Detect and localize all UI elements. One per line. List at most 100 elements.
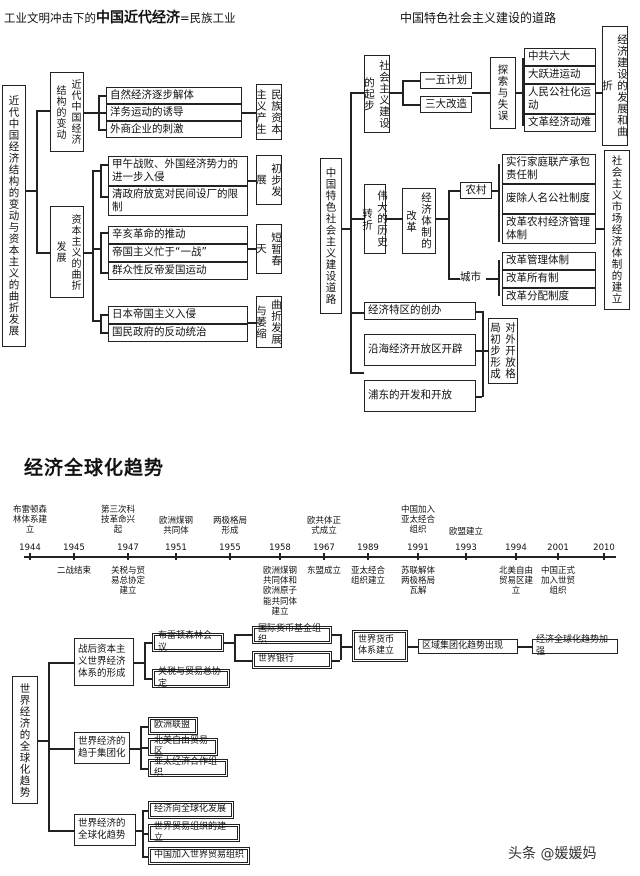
connector [36, 252, 50, 254]
connector [492, 190, 498, 192]
connector [92, 248, 100, 250]
timeline-tick [465, 553, 467, 560]
right-urban-item: 改革分配制度 [502, 288, 596, 306]
connector [242, 112, 256, 114]
left-b2g3-item-label: 日本帝国主义入侵 [112, 308, 196, 321]
connector [596, 228, 604, 230]
connector [84, 252, 92, 254]
connector [596, 92, 602, 94]
left-branch2-box: 资本主义的曲折发展 [50, 206, 84, 298]
right-title: 中国特色社会主义建设的道路 [400, 11, 557, 25]
connector [100, 164, 108, 166]
connector [448, 278, 460, 280]
left-b2g1-item: 清政府放宽对民间设厂的限制 [108, 186, 248, 216]
right-b2-box: 伟大的历史转折 [361, 184, 388, 254]
right-urban-item: 改革所有制 [502, 270, 596, 288]
glob-b2-label: 世界经济的趋于集团化 [78, 736, 126, 759]
connector [448, 190, 460, 192]
timeline-event-top: 中国加入 亚太经合 组织 [400, 505, 435, 536]
glob-b1-item: 关税与贸易总协定 [152, 667, 230, 689]
connector [386, 218, 402, 220]
right-urban-item-label: 改革管理体制 [506, 254, 569, 267]
right-rural-item-label: 废除人名公社制度 [506, 192, 590, 205]
right-root-box: 中国特色社会主义建设道路 [320, 158, 342, 314]
glob-b1-chain-label: 经济全球化趋势加强 [536, 635, 609, 657]
connector [100, 314, 102, 332]
left-branch2-label: 资本主义的曲折发展 [54, 213, 80, 291]
timeline-year: 1967 [313, 543, 335, 553]
glob-b2-box: 世界经济的趋于集团化 [74, 732, 130, 764]
connector [350, 92, 352, 372]
connector [84, 112, 98, 114]
connector [340, 646, 352, 648]
connector [402, 80, 420, 82]
left-title-prefix: 工业文明冲击下的 [4, 11, 96, 25]
connector [482, 311, 484, 397]
left-b2g1-item-label: 清政府放宽对民间设厂的限制 [112, 187, 238, 213]
left-b2g1-item: 甲午战败、外国经济势力的进一步入侵 [108, 156, 248, 186]
left-b2g2-item-label: 群众性反帝爱国运动 [112, 264, 207, 277]
timeline-year: 1993 [455, 543, 477, 553]
timeline-event-top: 欧盟建立 [448, 527, 483, 537]
connector [98, 129, 106, 131]
left-b1-item-label: 外商企业的刺激 [110, 122, 184, 135]
connector [140, 726, 148, 728]
connector [518, 646, 532, 648]
left-b2g3-item: 国民政府的反动统治 [108, 324, 248, 342]
glob-root-box: 世界经济的全球化趋势 [12, 676, 38, 804]
connector [234, 634, 252, 636]
glob-b2-item: 欧洲联盟 [148, 717, 198, 735]
connector [234, 634, 236, 660]
right-b1-item-label: 一五计划 [425, 73, 467, 86]
connector [144, 678, 152, 680]
right-b1-item: 一五计划 [420, 72, 472, 89]
glob-b3-item: 世界贸易组织的建立 [148, 822, 240, 843]
timeline-year: 2010 [593, 543, 615, 553]
glob-b3-item-label: 经济向全球化发展 [154, 804, 227, 815]
right-b1-item-label: 三大改造 [425, 97, 467, 110]
connector [140, 768, 148, 770]
connector [408, 646, 418, 648]
connector [98, 112, 106, 114]
left-branch1-box: 近代中国经济结构的变动 [50, 72, 84, 152]
right-rural-item-label: 实行家庭联产承包责任制 [506, 155, 590, 181]
connector [350, 372, 364, 374]
connector [92, 170, 94, 320]
timeline-tick [367, 553, 369, 560]
right-rural-item: 废除人名公社制度 [502, 184, 596, 214]
right-b3-result-box: 对外开放格局初步形成 [488, 318, 518, 384]
connector [142, 833, 148, 835]
left-b1-item-label: 自然经济逐步解体 [110, 88, 194, 101]
connector [36, 110, 50, 112]
left-b2g2-item: 辛亥革命的推动 [108, 226, 248, 244]
right-b1-event-label: 文革经济动难 [528, 116, 591, 129]
timeline-tick [229, 553, 231, 560]
left-b2g3-result-box: 曲折发展与萎缩 [255, 296, 282, 348]
connector [224, 642, 234, 644]
connector [100, 196, 108, 198]
left-b1-result-box: 民族资本主义产生 [255, 84, 282, 140]
timeline-tick [279, 553, 281, 560]
left-b1-item: 自然经济逐步解体 [106, 87, 242, 104]
timeline-tick [515, 553, 517, 560]
connector [142, 810, 148, 812]
right-b3-item-label: 浦东的开发和开放 [368, 389, 452, 402]
left-b2g3-item-label: 国民政府的反动统治 [112, 326, 207, 339]
timeline-year: 1994 [505, 543, 527, 553]
glob-title: 经济全球化趋势 [24, 457, 165, 479]
right-b1-event-label: 人民公社化运动 [528, 85, 591, 111]
timeline-tick [417, 553, 419, 560]
timeline-event-bottom: 北美自由 贸易区建 立 [498, 566, 533, 597]
connector [342, 228, 350, 230]
timeline-year: 1989 [357, 543, 379, 553]
connector [100, 272, 108, 274]
right-b1-event: 文革经济动难 [524, 114, 596, 132]
left-b2g2-item: 帝国主义忙于“一战” [108, 244, 248, 262]
connector [134, 662, 144, 664]
right-b1-event: 大跃进运动 [524, 66, 596, 84]
right-b3-result-label: 对外开放格局初步形成 [489, 322, 516, 380]
left-b1-item: 洋务运动的诱导 [106, 104, 242, 121]
right-urban-item-label: 改革所有制 [506, 272, 559, 285]
right-rural-box: 农村 [460, 182, 492, 199]
timeline-tick [323, 553, 325, 560]
